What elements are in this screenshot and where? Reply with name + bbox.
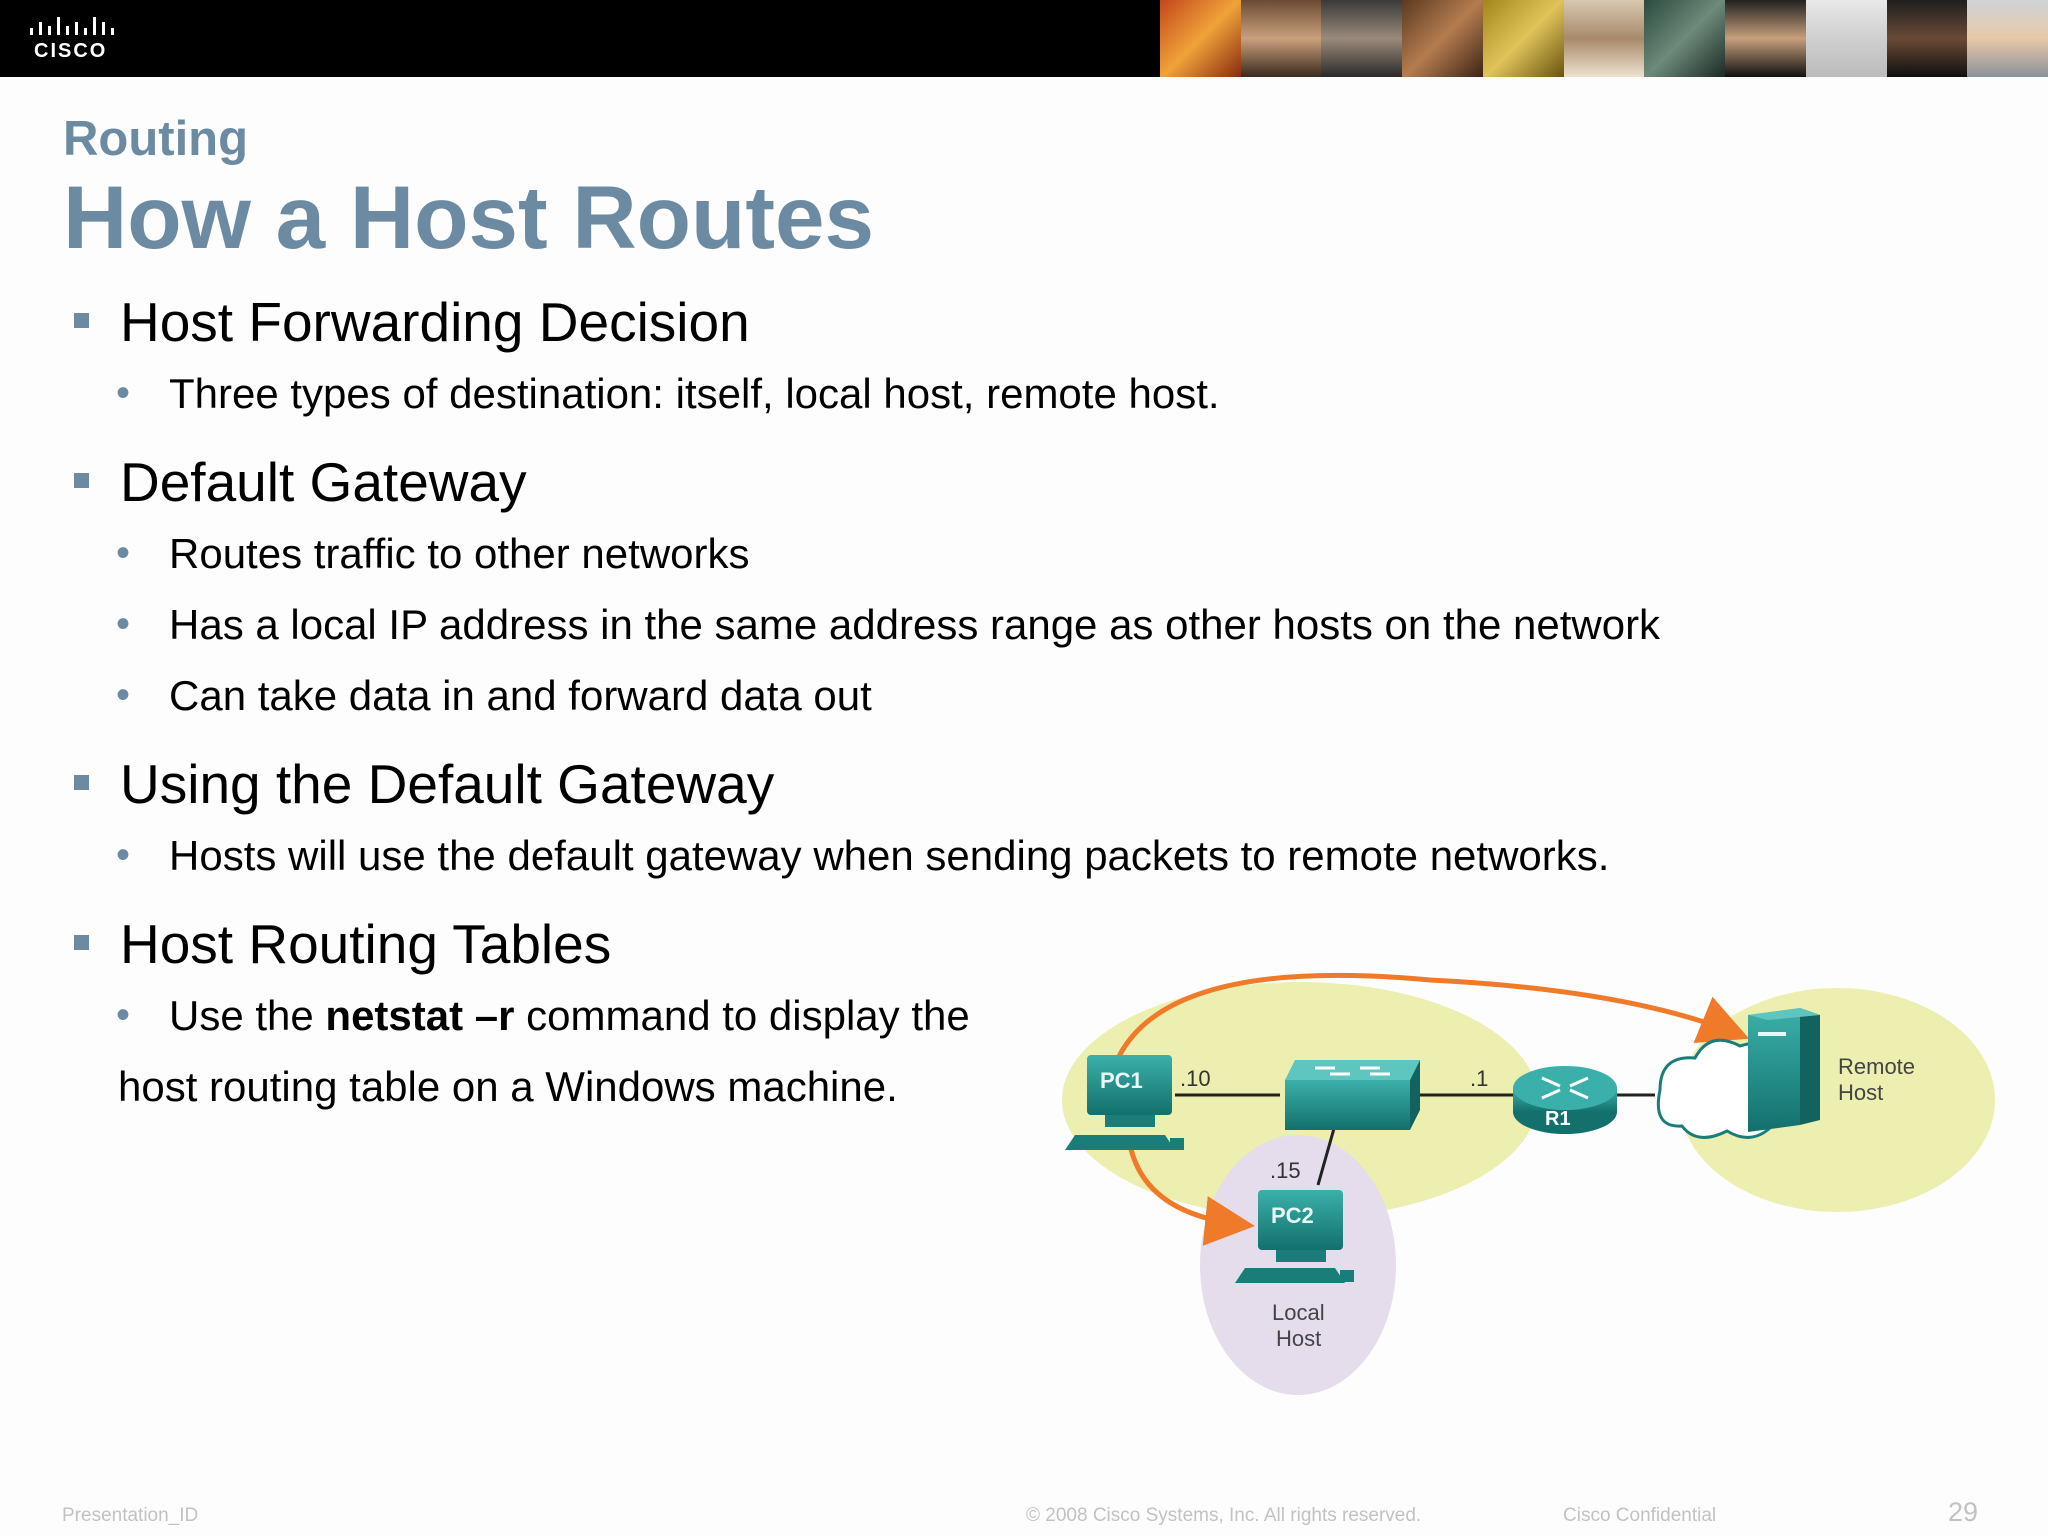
pc1-computer-icon <box>1065 1055 1184 1150</box>
photo-tile <box>1240 0 1322 77</box>
network-diagram: PC1 .10 .1 R1 Remote Host .15 PC2 Local <box>1062 972 1995 1395</box>
sub-bullet-text-before: Use the <box>169 992 326 1039</box>
page-number: 29 <box>1948 1497 1979 1527</box>
sub-bullet: • Can take data in and forward data out <box>70 660 1830 731</box>
photo-tile <box>1644 0 1726 77</box>
sub-bullet-text: Has a local IP address in the same addre… <box>169 601 1661 648</box>
router-ip-label: .1 <box>1470 1066 1488 1091</box>
pc2-ip-label: .15 <box>1270 1158 1301 1183</box>
photo-tile <box>1886 0 1968 77</box>
square-bullet-icon <box>74 473 89 488</box>
slide-body: Host Forwarding Decision • Three types o… <box>70 280 1830 1122</box>
bullet-text: Default Gateway <box>120 451 527 513</box>
dot-bullet-icon: • <box>116 993 131 1037</box>
path-to-remote-arrow <box>1112 972 1750 1066</box>
photo-tile <box>1725 0 1806 77</box>
pc2-computer-icon <box>1235 1190 1354 1283</box>
photo-strip <box>1160 0 2048 77</box>
local-host-label: Local <box>1272 1300 1325 1325</box>
bullet-text: Using the Default Gateway <box>120 753 775 815</box>
sub-bullet-text-after: command to display the <box>514 992 970 1039</box>
pc1-ip-label: .10 <box>1180 1066 1211 1091</box>
sub-bullet: • Three types of destination: itself, lo… <box>70 358 1830 429</box>
photo-tile <box>1967 0 2048 77</box>
photo-tile <box>1321 0 1403 77</box>
dot-bullet-icon: • <box>116 833 131 877</box>
sub-bullet-text: Hosts will use the default gateway when … <box>169 832 1610 879</box>
pc2-label: PC2 <box>1271 1203 1314 1228</box>
dot-bullet-icon: • <box>116 371 131 415</box>
dot-bullet-icon: • <box>116 602 131 646</box>
path-to-local-arrow <box>1127 1144 1255 1246</box>
photo-tile <box>1482 0 1564 77</box>
square-bullet-icon <box>74 775 89 790</box>
footer-presentation-id: Presentation_ID <box>62 1505 199 1526</box>
pc1-label: PC1 <box>1100 1068 1143 1093</box>
bullet-text: Host Forwarding Decision <box>120 291 750 353</box>
logo-wordmark: CISCO <box>34 40 108 62</box>
photo-tile <box>1402 0 1483 77</box>
footer-copyright: © 2008 Cisco Systems, Inc. All rights re… <box>1026 1505 1422 1526</box>
dot-bullet-icon: • <box>116 673 131 717</box>
router-icon <box>1513 1066 1617 1134</box>
link-switch-pc2 <box>1316 1124 1337 1186</box>
section-label: Routing <box>63 112 249 166</box>
photo-tile <box>1160 0 1241 77</box>
bullet-using-default-gateway: Using the Default Gateway <box>70 748 1830 820</box>
sub-bullet-text: Can take data in and forward data out <box>169 672 872 719</box>
server-icon <box>1748 1008 1820 1132</box>
router-label: R1 <box>1545 1108 1571 1130</box>
square-bullet-icon <box>74 313 89 328</box>
sub-bullet: • Routes traffic to other networks <box>70 518 1830 589</box>
bullet-host-forwarding-decision: Host Forwarding Decision <box>70 286 1830 358</box>
top-banner: CISCO <box>0 0 2048 77</box>
sub-bullet: • Use the netstat –r command to display … <box>70 980 1830 1051</box>
square-bullet-icon <box>74 935 89 950</box>
bullet-host-routing-tables: Host Routing Tables <box>70 908 1830 980</box>
remote-host-label: Remote <box>1838 1054 1915 1079</box>
local-host-label-line2: Host <box>1276 1326 1321 1351</box>
remote-host-label-line2: Host <box>1838 1080 1883 1105</box>
dot-bullet-icon: • <box>116 531 131 575</box>
sub-bullet-text: Routes traffic to other networks <box>169 530 750 577</box>
sub-bullet-continuation: host routing table on a Windows machine. <box>118 1063 898 1110</box>
bullet-text: Host Routing Tables <box>120 913 612 975</box>
footer-confidential: Cisco Confidential <box>1563 1505 1717 1526</box>
cisco-logo-icon <box>30 17 114 35</box>
slide-title: How a Host Routes <box>63 167 874 267</box>
bullet-default-gateway: Default Gateway <box>70 446 1830 518</box>
command-name: netstat –r <box>325 992 515 1039</box>
sub-bullet-text: Three types of destination: itself, loca… <box>169 370 1220 417</box>
photo-tile <box>1805 0 1887 77</box>
sub-bullet: • Has a local IP address in the same add… <box>70 589 1830 660</box>
sub-bullet: • Hosts will use the default gateway whe… <box>70 820 1830 891</box>
photo-tile <box>1563 0 1645 77</box>
switch-icon <box>1285 1060 1420 1130</box>
